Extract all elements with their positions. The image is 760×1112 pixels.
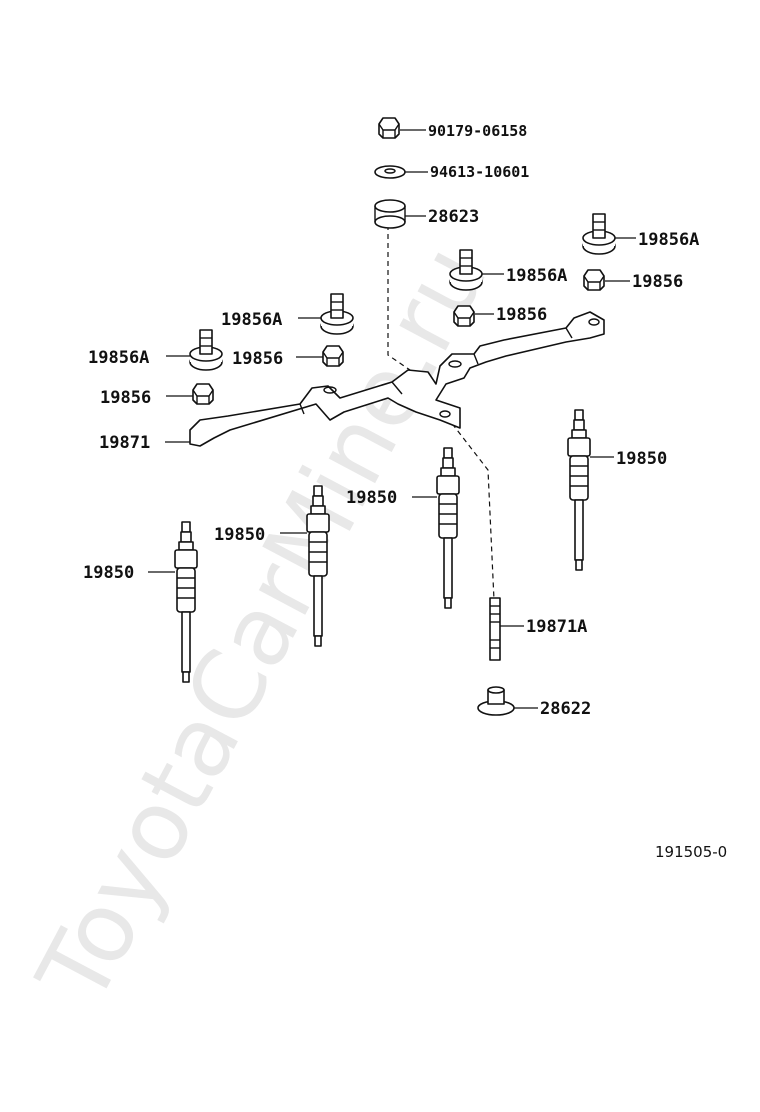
label-plug-left: 19850 <box>83 563 134 583</box>
terminal-center-icon <box>453 305 475 327</box>
label-terminal-a-center: 19856A <box>506 266 567 286</box>
terminal-a-left1-icon <box>320 293 354 335</box>
stud-icon <box>489 597 501 661</box>
nut-top-icon <box>378 117 400 139</box>
label-plug-leftmid: 19850 <box>214 525 265 545</box>
washer-icon <box>374 165 406 179</box>
insulator-bottom-icon <box>477 686 515 716</box>
label-stud: 19871A <box>526 617 587 637</box>
terminal-left-mid-icon <box>322 345 344 367</box>
terminal-a-left2-icon <box>189 329 223 371</box>
label-terminal-left-low: 19856 <box>100 388 151 408</box>
label-terminal-right: 19856 <box>632 272 683 292</box>
label-insulator-top: 28623 <box>428 207 479 227</box>
label-plug-center: 19850 <box>346 488 397 508</box>
label-connector-bar: 19871 <box>99 433 150 453</box>
label-insulator-bottom: 28622 <box>540 699 591 719</box>
label-terminal-a-right: 19856A <box>638 230 699 250</box>
terminal-right-icon <box>583 269 605 291</box>
label-terminal-left-mid: 19856 <box>232 349 283 369</box>
glow-plug-right-icon <box>567 409 591 571</box>
label-terminal-a-left2: 19856A <box>88 348 149 368</box>
label-plug-right: 19850 <box>616 449 667 469</box>
label-terminal-a-left1: 19856A <box>221 310 282 330</box>
terminal-left-low-icon <box>192 383 214 405</box>
figure-code: 191505-0 <box>655 843 727 861</box>
watermark-text: ToyotaCarMine.ru <box>16 228 509 1022</box>
label-terminal-center: 19856 <box>496 305 547 325</box>
label-nut-top: 90179-06158 <box>428 122 527 140</box>
glow-plug-center-icon <box>436 447 460 609</box>
label-washer: 94613-10601 <box>430 163 529 181</box>
terminal-a-right-icon <box>582 213 616 255</box>
insulator-top-icon <box>374 199 406 229</box>
